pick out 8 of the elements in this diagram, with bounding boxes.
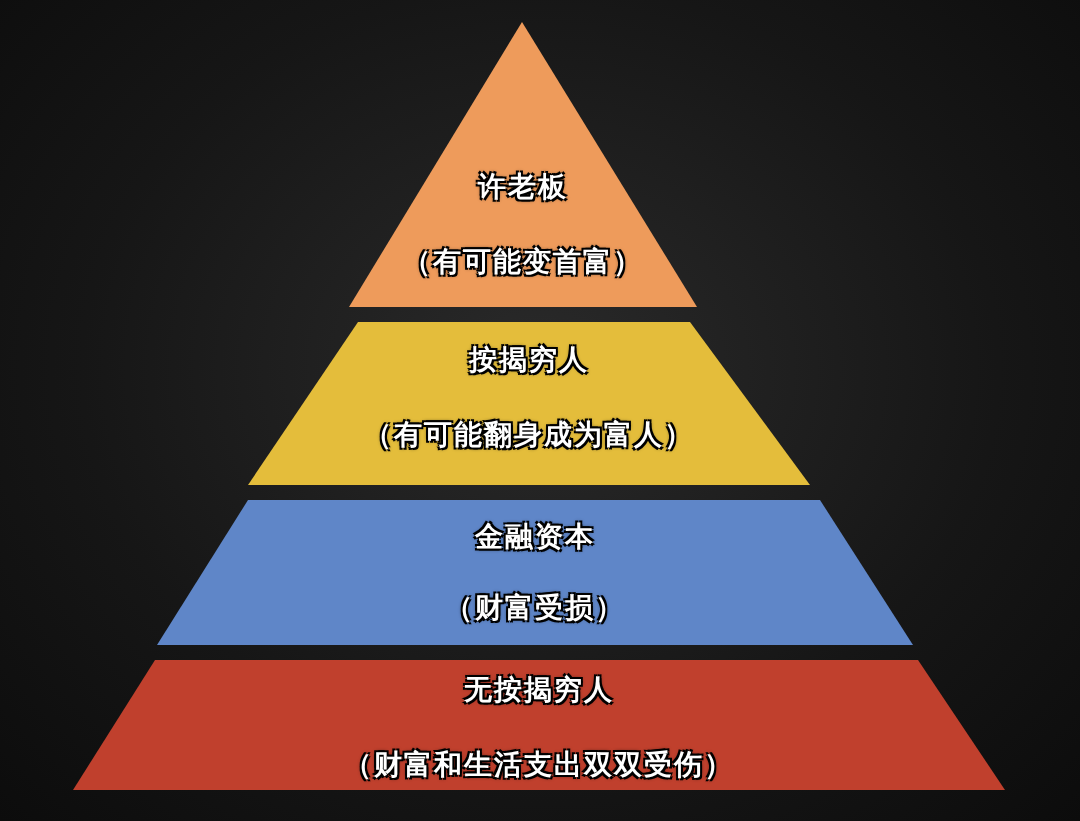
tier-title: 按揭穷人 xyxy=(469,342,589,378)
tier-note: （财富和生活支出双双受伤） xyxy=(344,747,734,783)
tier-title: 无按揭穷人 xyxy=(464,672,614,708)
tier-note: （有可能变首富） xyxy=(403,244,643,280)
tier-note: （有可能翻身成为富人） xyxy=(364,417,694,453)
tier-title: 许老板 xyxy=(478,169,568,205)
tier-note: （财富受损） xyxy=(445,590,625,626)
tier-title: 金融资本 xyxy=(475,519,595,555)
